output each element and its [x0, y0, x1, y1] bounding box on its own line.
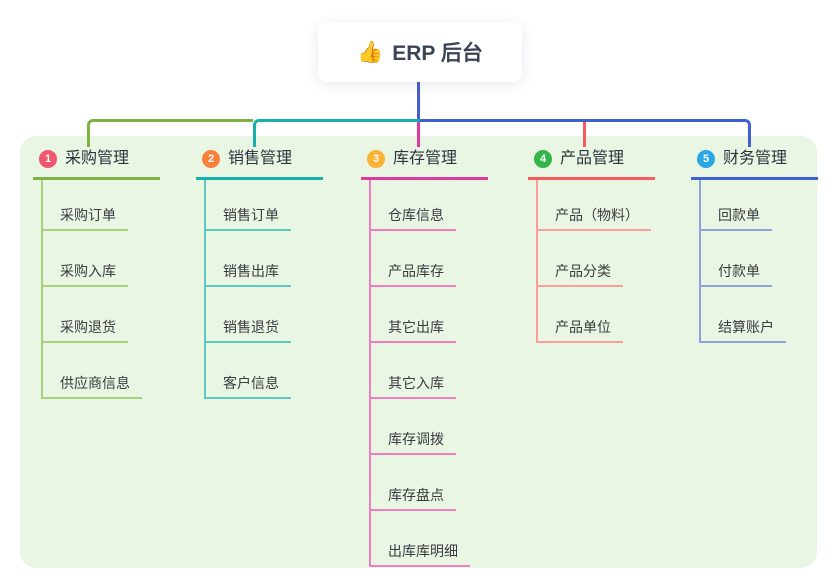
connector-branch-5: [420, 119, 751, 147]
branch-label: 产品管理: [560, 150, 625, 167]
child-node[interactable]: 产品（物料）: [538, 180, 651, 231]
child-node[interactable]: 产品库存: [371, 231, 456, 287]
branch-children: 回款单付款单结算账户: [699, 180, 818, 343]
connector-branch-4: [583, 122, 586, 147]
thumbs-up-icon: 👍: [357, 40, 384, 64]
child-node[interactable]: 客户信息: [206, 343, 291, 399]
branch-label: 财务管理: [723, 150, 788, 167]
branch-4: 4 产品管理产品（物料）产品分类产品单位: [528, 148, 655, 343]
child-node[interactable]: 产品分类: [538, 231, 623, 287]
branch-3: 3 库存管理仓库信息产品库存其它出库其它入库库存调拨库存盘点出库库明细: [361, 148, 488, 567]
branches-panel: [20, 136, 817, 568]
branch-number-badge: 3: [367, 150, 385, 168]
child-node[interactable]: 付款单: [701, 231, 772, 287]
branch-node-2[interactable]: 2 销售管理: [196, 148, 323, 180]
child-node[interactable]: 销售订单: [206, 180, 291, 231]
root-label: ERP 后台: [392, 42, 483, 65]
child-node[interactable]: 采购入库: [43, 231, 128, 287]
child-node[interactable]: 销售退货: [206, 287, 291, 343]
root-node[interactable]: 👍 ERP 后台: [318, 22, 522, 82]
child-node[interactable]: 销售出库: [206, 231, 291, 287]
branch-number-badge: 1: [39, 150, 57, 168]
child-node[interactable]: 结算账户: [701, 287, 786, 343]
root-connector-line: [417, 82, 420, 122]
branch-label: 销售管理: [228, 150, 293, 167]
child-node[interactable]: 库存盘点: [371, 455, 456, 511]
branch-children: 销售订单销售出库销售退货客户信息: [204, 180, 323, 399]
child-node[interactable]: 采购订单: [43, 180, 128, 231]
child-node[interactable]: 其它出库: [371, 287, 456, 343]
child-node[interactable]: 仓库信息: [371, 180, 456, 231]
branch-5: 5 财务管理回款单付款单结算账户: [691, 148, 818, 343]
child-node[interactable]: 回款单: [701, 180, 772, 231]
branch-1: 1 采购管理采购订单采购入库采购退货供应商信息: [33, 148, 160, 399]
connector-branch-2: [253, 119, 420, 147]
branch-label: 库存管理: [393, 150, 458, 167]
child-node[interactable]: 产品单位: [538, 287, 623, 343]
branch-node-5[interactable]: 5 财务管理: [691, 148, 818, 180]
child-node[interactable]: 采购退货: [43, 287, 128, 343]
branch-children: 仓库信息产品库存其它出库其它入库库存调拨库存盘点出库库明细: [369, 180, 488, 567]
branch-number-badge: 2: [202, 150, 220, 168]
branch-node-3[interactable]: 3 库存管理: [361, 148, 488, 180]
branch-children: 采购订单采购入库采购退货供应商信息: [41, 180, 160, 399]
branch-number-badge: 5: [697, 150, 715, 168]
connector-branch-1: [87, 119, 253, 147]
branch-children: 产品（物料）产品分类产品单位: [536, 180, 655, 343]
branch-label: 采购管理: [65, 150, 130, 167]
child-node[interactable]: 供应商信息: [43, 343, 142, 399]
branch-number-badge: 4: [534, 150, 552, 168]
child-node[interactable]: 库存调拨: [371, 399, 456, 455]
connector-branch-3: [417, 122, 420, 147]
child-node[interactable]: 其它入库: [371, 343, 456, 399]
branch-node-4[interactable]: 4 产品管理: [528, 148, 655, 180]
branch-node-1[interactable]: 1 采购管理: [33, 148, 160, 180]
branch-2: 2 销售管理销售订单销售出库销售退货客户信息: [196, 148, 323, 399]
child-node[interactable]: 出库库明细: [371, 511, 470, 567]
